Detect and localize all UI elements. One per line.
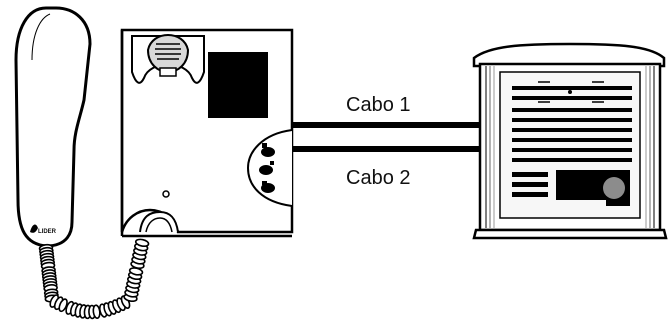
panel-base [472,228,668,240]
cable-2 [292,146,488,152]
cable-1-label: Cabo 1 [346,94,411,116]
grille-bar [512,96,632,100]
panel-name-lines [512,172,548,197]
indoor-monitor-unit [120,28,294,238]
grille-bar [512,128,632,132]
panel-top-markings [538,81,604,103]
camera-lens [603,177,625,199]
panel-rain-hood [472,42,666,68]
cables: Cabo 1 Cabo 2 [292,94,488,189]
handset-coiled-cord [38,238,150,320]
speaker-grille [512,86,632,162]
call-button[interactable] [259,161,274,175]
grille-bar [512,118,632,122]
earpiece-clip [159,67,177,77]
cord-coil [58,298,68,313]
grille-bar [512,158,632,162]
brand-logo: LIDER [30,224,57,235]
handset: LIDER [14,6,150,320]
earpiece-cradle [131,34,205,84]
outdoor-door-panel [472,42,668,240]
camera-module [556,170,630,206]
cable-1 [292,122,488,128]
cord-coil [134,238,150,248]
handset-body [14,6,92,248]
grille-bar [512,86,632,90]
brand-swoosh [30,224,38,233]
door-open-button[interactable] [261,143,275,157]
panel-side-texture [485,66,655,228]
control-buttons [246,129,293,207]
brand-label: LIDER [38,229,57,235]
hook-switch[interactable] [139,210,179,233]
indicator-led [162,190,170,198]
handset-inner-line [31,13,51,61]
grille-bar [512,148,632,152]
grille-bar [512,108,632,112]
light-button[interactable] [261,181,275,193]
grille-bar [512,138,632,142]
video-screen [208,52,268,118]
cable-2-label: Cabo 2 [346,167,411,189]
earpiece-grille [155,43,181,60]
